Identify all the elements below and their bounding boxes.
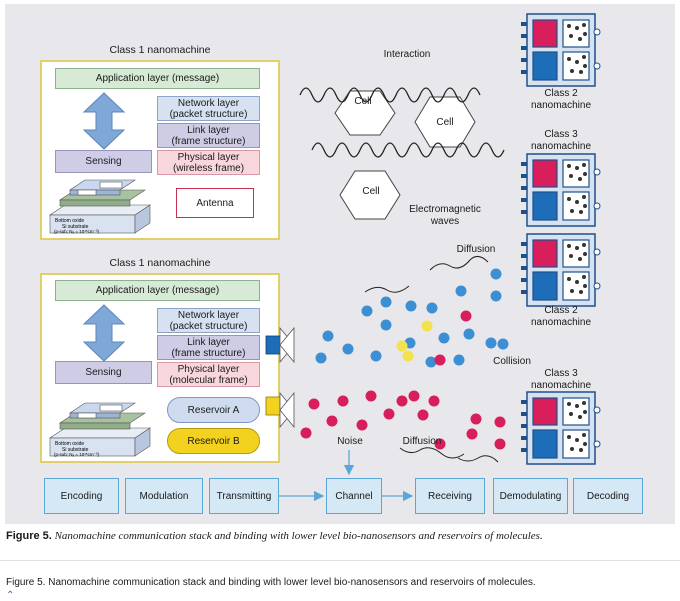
em-wave-bottom	[311, 142, 505, 158]
cell-label-3: Cell	[362, 186, 380, 197]
flow-modulation: Modulation	[125, 478, 203, 514]
top-chip-doping: (p-sub; Nₐ = 10¹⁵cm⁻³)	[54, 229, 100, 234]
figure-caption-plain: Figure 5. Nanomachine communication stac…	[6, 577, 536, 588]
class1-top-application-layer: Application layer (message)	[55, 68, 260, 89]
flow-demodulating: Demodulating	[493, 478, 568, 514]
class1-bottom-title: Class 1 nanomachine	[109, 257, 211, 269]
figure-caption: Figure 5. Nanomachine communication stac…	[6, 530, 543, 542]
diffusion-label-bottom: Diffusion	[402, 436, 442, 447]
class1-bottom-application-layer: Application layer (message)	[55, 280, 260, 301]
top-sensor-chip	[49, 179, 151, 234]
cell-label-2: Cell	[436, 117, 454, 128]
diffusion-squiggle-3	[399, 447, 465, 459]
divider	[0, 560, 680, 561]
em-wave-top	[299, 87, 481, 103]
bottom-chip-substrate: Si substrate	[62, 447, 89, 453]
nanomachine-2-icon	[521, 153, 601, 227]
cell-hexagon-2	[414, 96, 476, 148]
top-chip-substrate: Si substrate	[62, 224, 89, 230]
flow-transmitting: Transmitting	[209, 478, 279, 514]
class1-bottom-link-layer: Link layer(frame structure)	[157, 335, 260, 360]
diffusion-squiggle-2	[364, 285, 410, 293]
noise-label: Noise	[337, 436, 363, 447]
collision-label: Collision	[493, 356, 531, 367]
class1-top-physical-layer: Physical layer(wireless frame)	[157, 150, 260, 175]
class1-bottom-sensing: Sensing	[55, 361, 152, 384]
class1-top-network-layer: Network layer(packet structure)	[157, 96, 260, 121]
reservoir-a: Reservoir A	[167, 397, 260, 423]
valve-yellow-icon	[265, 391, 295, 429]
nanomachine-4-icon	[521, 391, 601, 465]
antenna-box: Antenna	[176, 188, 254, 218]
flow-encoding: Encoding	[44, 478, 119, 514]
bottom-chip-doping: (p-sub; Nₐ = 10¹⁵cm⁻³)	[54, 452, 100, 457]
class1-top-sensing: Sensing	[55, 150, 152, 173]
top-chip-oxide: Bottom oxide	[55, 218, 84, 224]
nanomachine-3-icon	[521, 233, 601, 307]
bottom-chip-oxide: Bottom oxide	[55, 441, 84, 447]
class1-top-title: Class 1 nanomachine	[109, 44, 211, 56]
flow-decoding: Decoding	[573, 478, 643, 514]
diffusion-squiggle-1	[429, 256, 489, 271]
cell-label-1: Cell	[354, 96, 372, 107]
top-double-arrow	[82, 92, 126, 150]
class1-bottom-network-layer: Network layer(packet structure)	[157, 308, 260, 333]
molecules-pink	[300, 310, 506, 450]
nanomachine-1-icon	[521, 13, 601, 87]
bottom-sensor-chip	[49, 402, 151, 457]
molecules-yellow	[396, 320, 433, 362]
reservoir-b: Reservoir B	[167, 428, 260, 454]
valve-blue-icon	[265, 326, 295, 364]
chevron-up-icon[interactable]: ⌃	[6, 590, 15, 601]
diffusion-label-top: Diffusion	[456, 244, 496, 255]
diffusion-squiggle-4	[457, 455, 499, 463]
cell-hexagon-3	[339, 170, 401, 220]
diagram-graphics: Bottom oxide Si substrate (p-sub; Nₐ = 1…	[49, 13, 601, 502]
flow-receiving: Receiving	[415, 478, 485, 514]
bottom-double-arrow	[82, 304, 126, 362]
class1-bottom-physical-layer: Physical layer(molecular frame)	[157, 362, 260, 387]
interaction-label: Interaction	[383, 49, 431, 60]
molecules-blue	[315, 268, 509, 368]
class1-top-link-layer: Link layer(frame structure)	[157, 123, 260, 148]
flow-channel: Channel	[326, 478, 382, 514]
